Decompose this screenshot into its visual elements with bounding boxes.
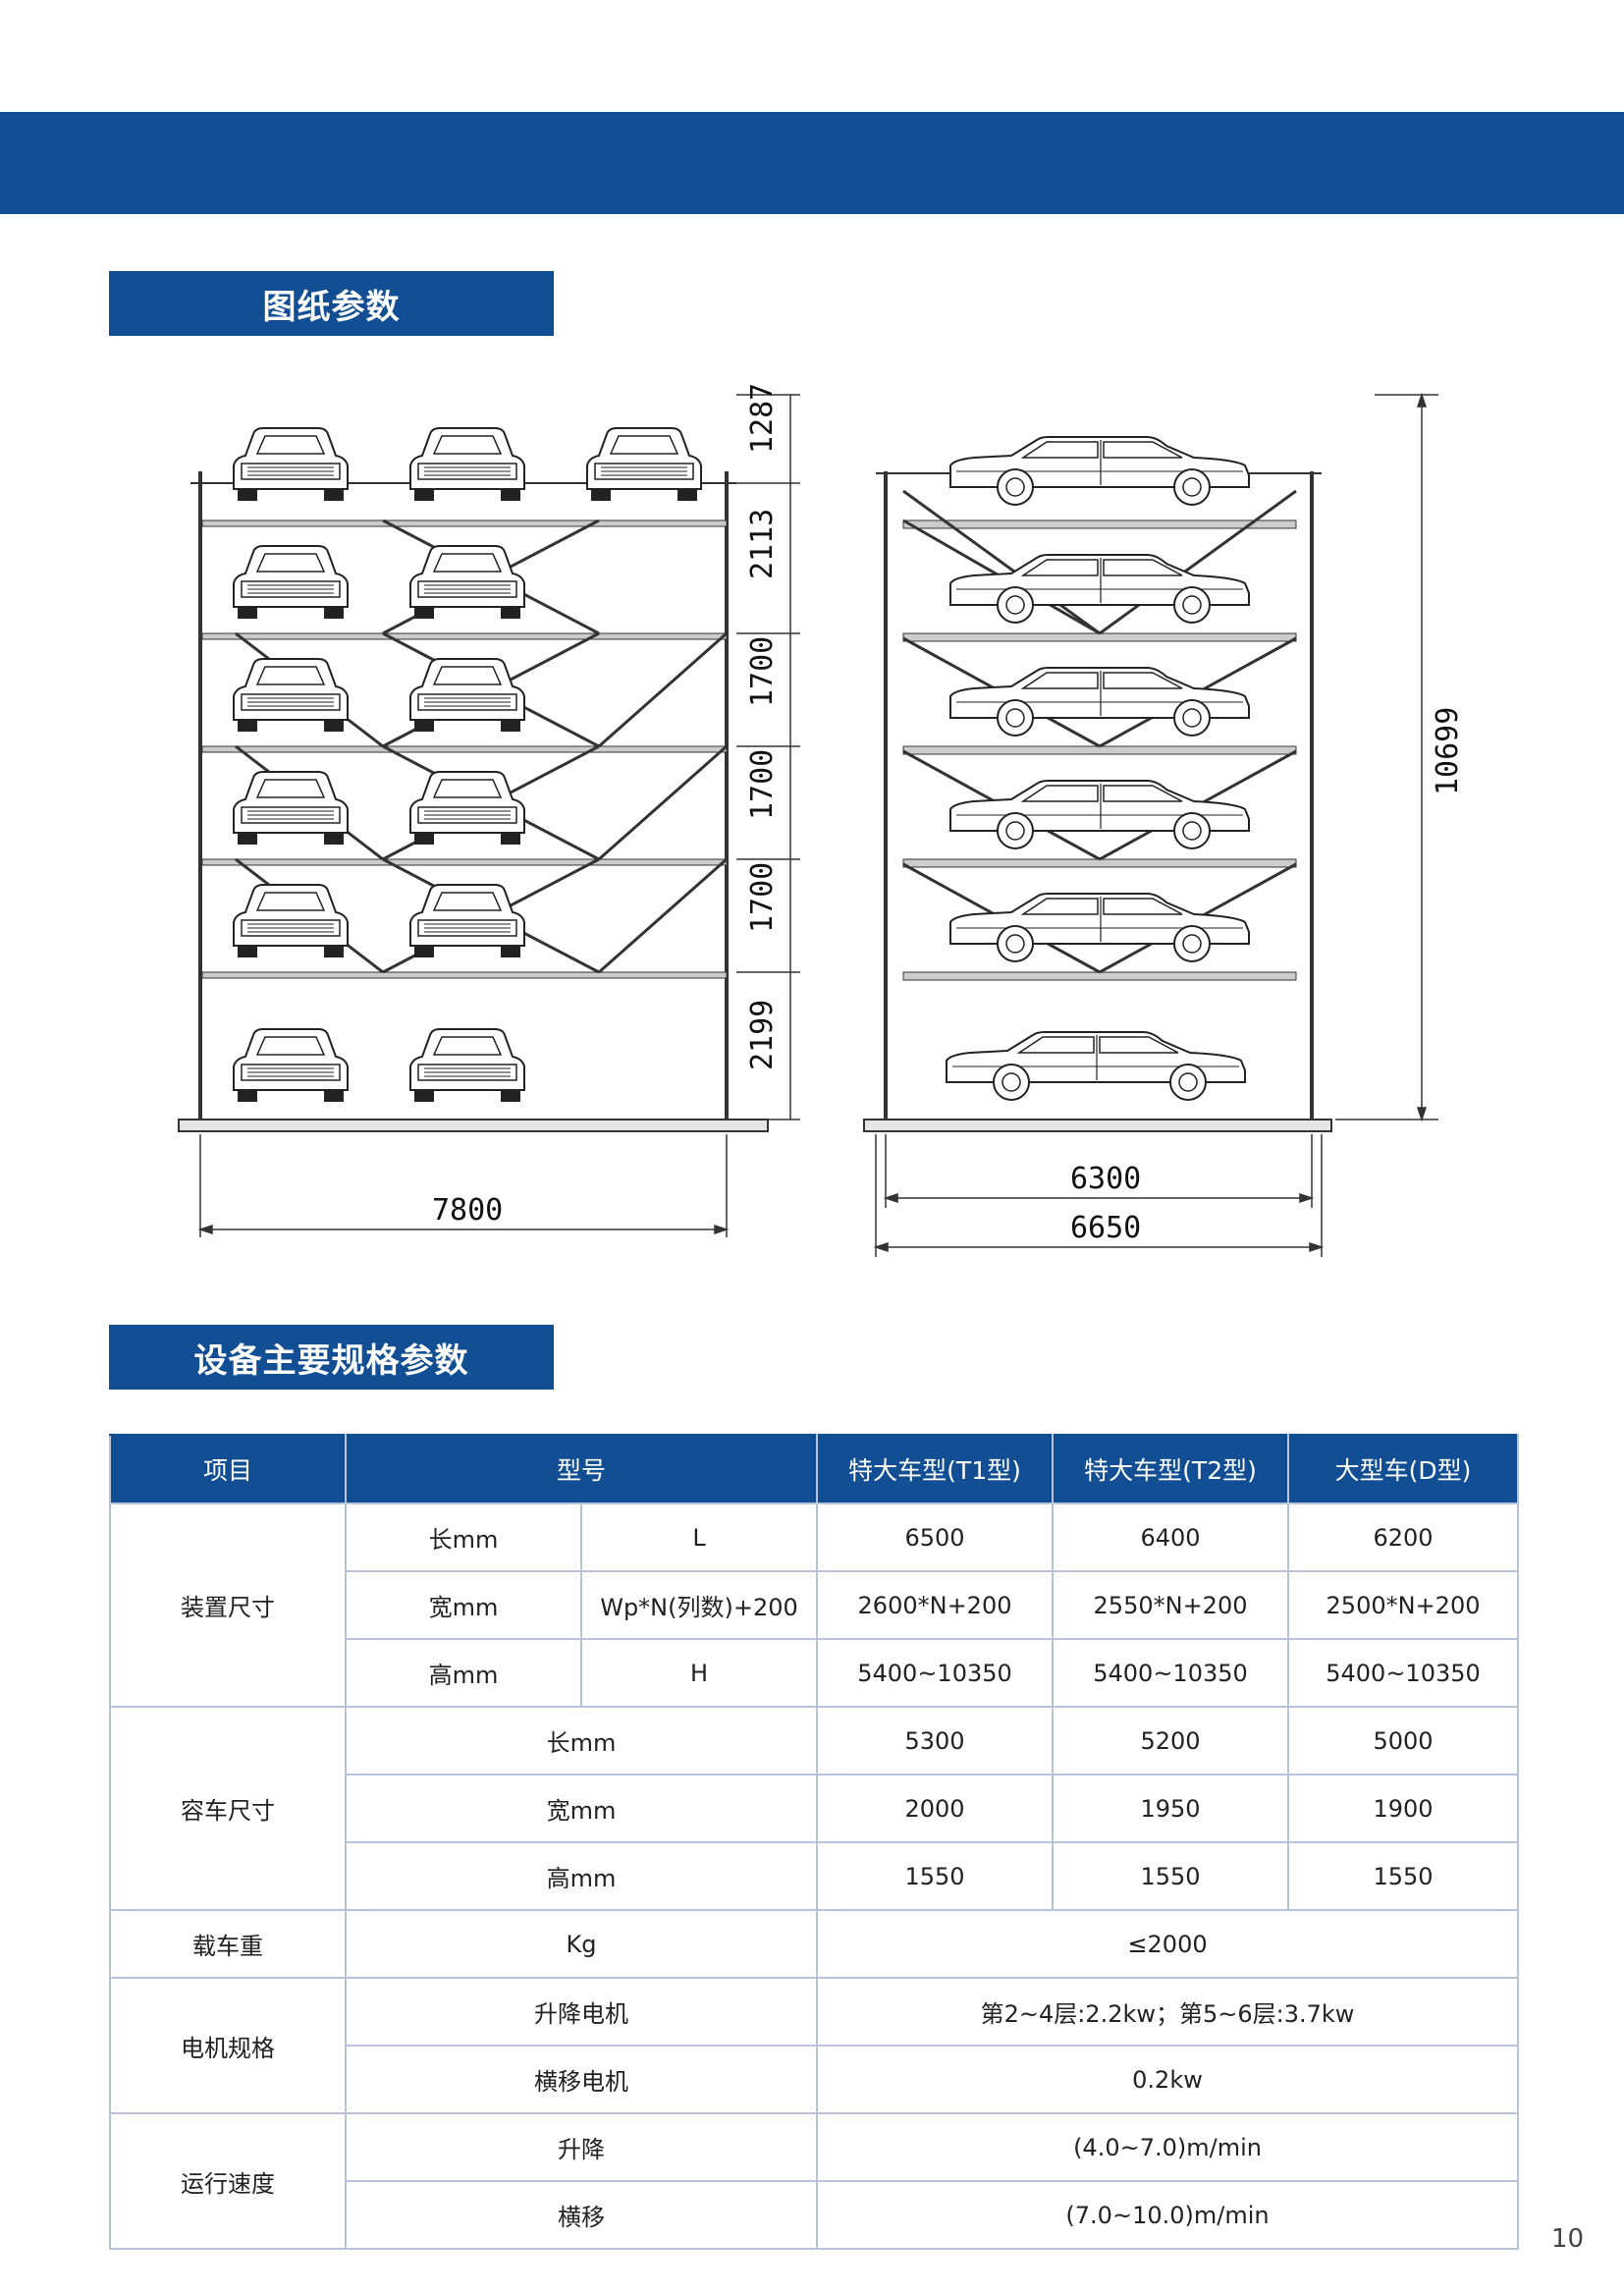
technical-drawing: 1287 2113 1700 1700 1700 2199 7800 [178,383,1465,1257]
dim-2113: 2113 [745,509,780,579]
cell-t2: 6400 [1052,1502,1290,1572]
row-name: 升降 [344,2112,819,2182]
table-row: 载车重 Kg ≤2000 [109,1909,1520,1979]
row-name: 横移 [344,2180,819,2250]
cell-t2: 5200 [1052,1706,1290,1775]
cell-t1: 6500 [816,1502,1055,1572]
table-row: 电机规格 升降电机 第2~4层:2.2kw；第5~6层:3.7kw [109,1977,1520,2114]
cell-t2: 1950 [1052,1774,1290,1843]
front-height-dimension [736,394,800,1120]
drawing-section-title: 图纸参数 [109,271,554,336]
header-band [0,112,1624,214]
row-name: 高mm [345,1638,582,1708]
dim-1700-a: 1700 [745,636,780,707]
side-view-cars [946,436,1250,1101]
header-model: 型号 [344,1434,819,1504]
cell-t2: 2550*N+200 [1052,1570,1290,1640]
cell-merged: (7.0~10.0)m/min [816,2180,1520,2250]
table-row: 运行速度 升降 (4.0~7.0)m/min [109,2112,1520,2250]
page-number: 10 [1551,2224,1585,2254]
header-t2: 特大车型(T2型) [1052,1434,1290,1504]
cell-merged: (4.0~7.0)m/min [816,2112,1520,2182]
cell-d: 1900 [1287,1774,1520,1843]
table-row: 装置尺寸 长mm L 6500 6400 6200 [109,1502,1520,1708]
table-row: 横移电机 0.2kw [110,2045,1520,2114]
row-symbol: Wp*N(列数)+200 [579,1570,819,1640]
cell-merged: 第2~4层:2.2kw；第5~6层:3.7kw [816,1977,1520,2047]
cell-t1: 2600*N+200 [816,1570,1055,1640]
dim-7800: 7800 [432,1193,503,1228]
row-name: 长mm [344,1706,819,1775]
dim-2199: 2199 [745,1000,780,1070]
row-group-label: 容车尺寸 [109,1706,347,1911]
cell-d: 5400~10350 [1287,1638,1520,1708]
dim-6300: 6300 [1070,1162,1141,1196]
row-name: 宽mm [345,1570,582,1640]
cell-t1: 2000 [816,1774,1055,1843]
dim-1287: 1287 [745,383,780,454]
row-name: 高mm [344,1841,819,1911]
cell-d: 5000 [1287,1706,1520,1775]
row-symbol: L [579,1502,819,1572]
row-group-label: 载车重 [109,1909,347,1979]
spec-section-title: 设备主要规格参数 [109,1325,554,1390]
header-d: 大型车(D型) [1287,1434,1520,1504]
cell-t1: 5300 [816,1706,1055,1775]
row-group-label: 电机规格 [109,1977,347,2114]
row-name: 宽mm [344,1774,819,1843]
cell-d: 2500*N+200 [1287,1570,1520,1640]
table-row: 高mm H 5400~10350 5400~10350 5400~10350 [110,1638,1520,1708]
front-view-cars [233,427,702,1103]
table-row: 宽mm Wp*N(列数)+200 2600*N+200 2550*N+200 2… [110,1570,1520,1640]
row-group-label: 运行速度 [109,2112,347,2250]
header-t1: 特大车型(T1型) [816,1434,1055,1504]
table-row: 高mm 1550 1550 1550 [110,1841,1520,1911]
header-item: 项目 [109,1434,347,1504]
row-name: 横移电机 [344,2045,819,2114]
table-row: 容车尺寸 长mm 5300 5200 5000 [109,1706,1520,1911]
table-row: 横移 (7.0~10.0)m/min [110,2180,1520,2250]
cell-t1: 5400~10350 [816,1638,1055,1708]
spec-table: 项目 型号 特大车型(T1型) 特大车型(T2型) 大型车(D型) 装置尺寸 长… [109,1434,1520,2250]
cell-d: 6200 [1287,1502,1520,1572]
dim-1700-b: 1700 [745,749,780,820]
cell-merged: 0.2kw [816,2045,1520,2114]
row-symbol: H [579,1638,819,1708]
row-name: Kg [344,1909,819,1979]
cell-t2: 5400~10350 [1052,1638,1290,1708]
dim-10699: 10699 [1431,707,1465,795]
dim-6650: 6650 [1070,1211,1141,1245]
table-row: 宽mm 2000 1950 1900 [110,1774,1520,1843]
row-group-label: 装置尺寸 [109,1502,347,1708]
row-name: 长mm [345,1502,582,1572]
dim-1700-c: 1700 [745,862,780,933]
cell-t1: 1550 [816,1841,1055,1911]
row-name: 升降电机 [344,1977,819,2047]
cell-t2: 1550 [1052,1841,1290,1911]
cell-d: 1550 [1287,1841,1520,1911]
table-header-row: 项目 型号 特大车型(T1型) 特大车型(T2型) 大型车(D型) [109,1434,1520,1504]
cell-merged: ≤2000 [816,1909,1520,1979]
